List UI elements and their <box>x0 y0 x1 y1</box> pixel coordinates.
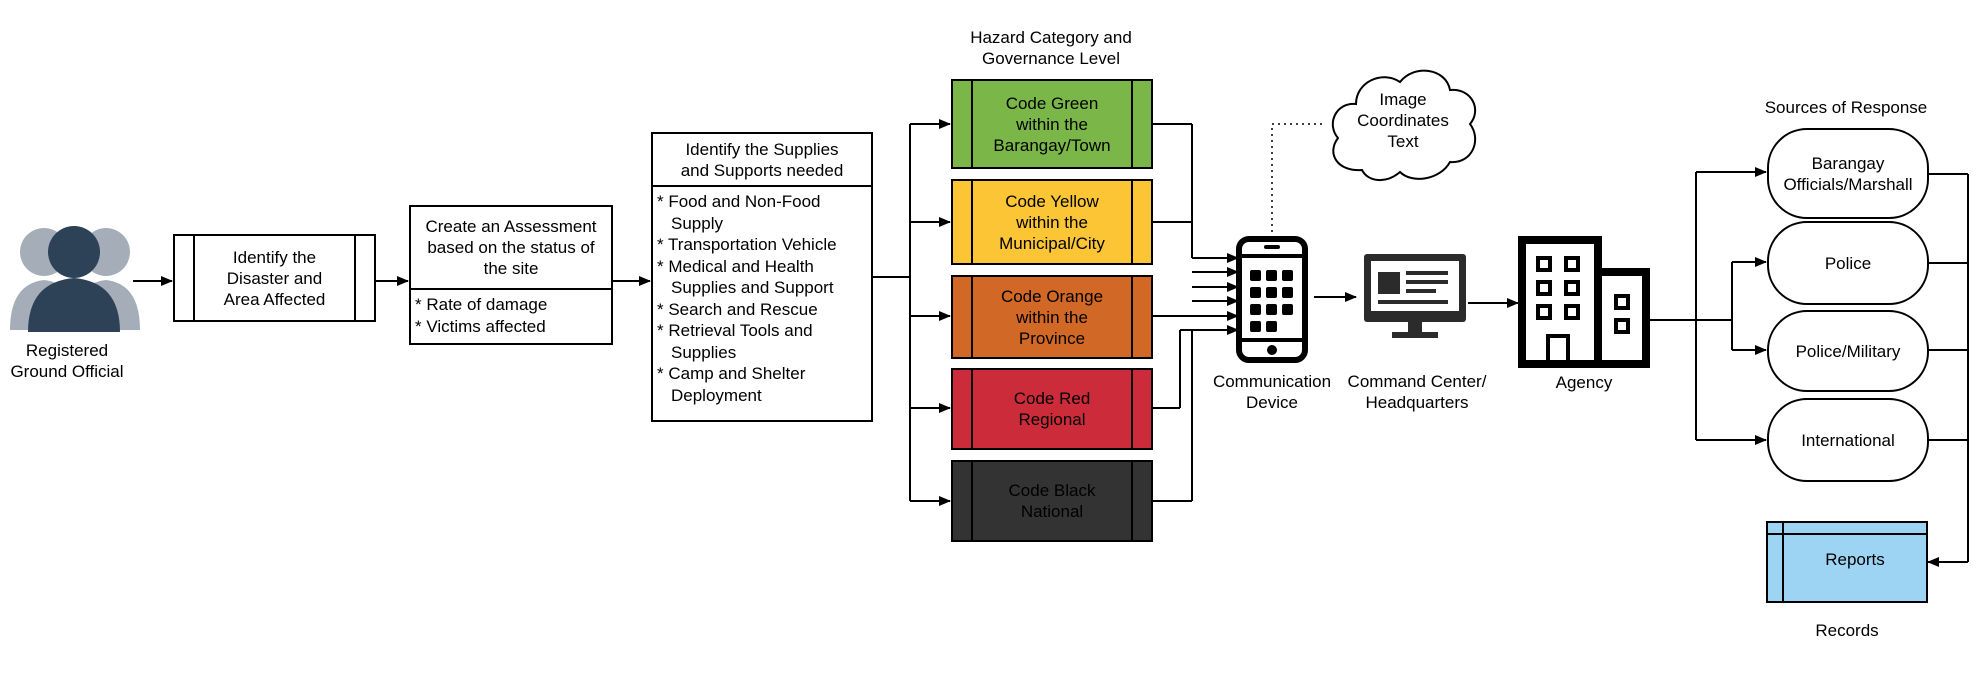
code-orange-label: Code Orange within the Province <box>1000 286 1104 348</box>
supplies-item: * Camp and Shelter Deployment <box>657 364 806 405</box>
code-orange-box: Code Orange within the Province <box>951 275 1153 359</box>
supplies-item: * Food and Non-Food Supply <box>657 192 821 233</box>
smartphone-icon <box>1236 236 1308 363</box>
monitor-icon <box>1362 252 1468 340</box>
code-black-label: Code Black National <box>1008 481 1096 521</box>
cloud-icon <box>1322 62 1484 188</box>
code-yellow-label: Code Yellow within the Municipal/City <box>999 191 1105 253</box>
supplies-title: Identify the Supplies and Supports neede… <box>653 134 871 187</box>
source-police-label: Police <box>1824 253 1872 273</box>
hazard-heading: Hazard Category and Governance Level <box>970 28 1132 68</box>
source-police-military-label: Police/Military <box>1795 341 1901 361</box>
assessment-list: * Rate of damage * Victims affected <box>411 290 611 343</box>
source-police-military: Police/Military <box>1767 310 1929 392</box>
code-green-box: Code Green within the Barangay/Town <box>951 79 1153 169</box>
agency-label: Agency <box>1555 373 1613 392</box>
command-label: Command Center/ Headquarters <box>1347 372 1487 412</box>
identify-disaster-label: Identify the Disaster and Area Affected <box>223 247 326 309</box>
code-black-box: Code Black National <box>951 460 1153 542</box>
source-international-label: International <box>1801 430 1895 450</box>
assessment-title: Create an Assessment based on the status… <box>411 207 611 290</box>
source-police: Police <box>1767 221 1929 305</box>
reports-divider <box>1782 523 1784 601</box>
assessment-item: * Rate of damage <box>415 295 548 314</box>
reports-label: Reports <box>1825 550 1885 569</box>
code-red-label: Code Red Regional <box>1013 389 1091 429</box>
assessment-item: * Victims affected <box>415 316 546 336</box>
source-barangay-label: Barangay Officials/Marshall <box>1783 153 1913 194</box>
source-barangay: Barangay Officials/Marshall <box>1767 128 1929 219</box>
supplies-list: * Food and Non-Food Supply * Transportat… <box>653 187 871 420</box>
building-icon <box>1518 236 1650 368</box>
sources-heading: Sources of Response <box>1764 98 1928 117</box>
code-red-box: Code Red Regional <box>951 368 1153 450</box>
code-green-label: Code Green within the Barangay/Town <box>993 93 1111 155</box>
supplies-item: * Transportation Vehicle <box>657 235 837 254</box>
device-label: Communication Device <box>1212 372 1332 412</box>
reports-header-line <box>1768 533 1926 535</box>
assessment-box: Create an Assessment based on the status… <box>409 205 613 345</box>
supplies-item: * Retrieval Tools and Supplies <box>657 321 813 362</box>
supplies-box: Identify the Supplies and Supports neede… <box>651 132 873 422</box>
source-international: International <box>1767 398 1929 482</box>
cloud-label: Image Coordinates Text <box>1357 90 1449 151</box>
code-yellow-box: Code Yellow within the Municipal/City <box>951 179 1153 265</box>
supplies-item: * Search and Rescue <box>657 299 818 319</box>
actor-label: Registered Ground Official <box>10 341 124 381</box>
supplies-item: * Medical and Health Supplies and Suppor… <box>657 256 834 298</box>
identify-disaster-box: Identify the Disaster and Area Affected <box>173 234 376 322</box>
reports-box: Reports <box>1766 521 1928 603</box>
user-group-icon <box>8 222 140 334</box>
records-heading: Records <box>1815 621 1879 640</box>
